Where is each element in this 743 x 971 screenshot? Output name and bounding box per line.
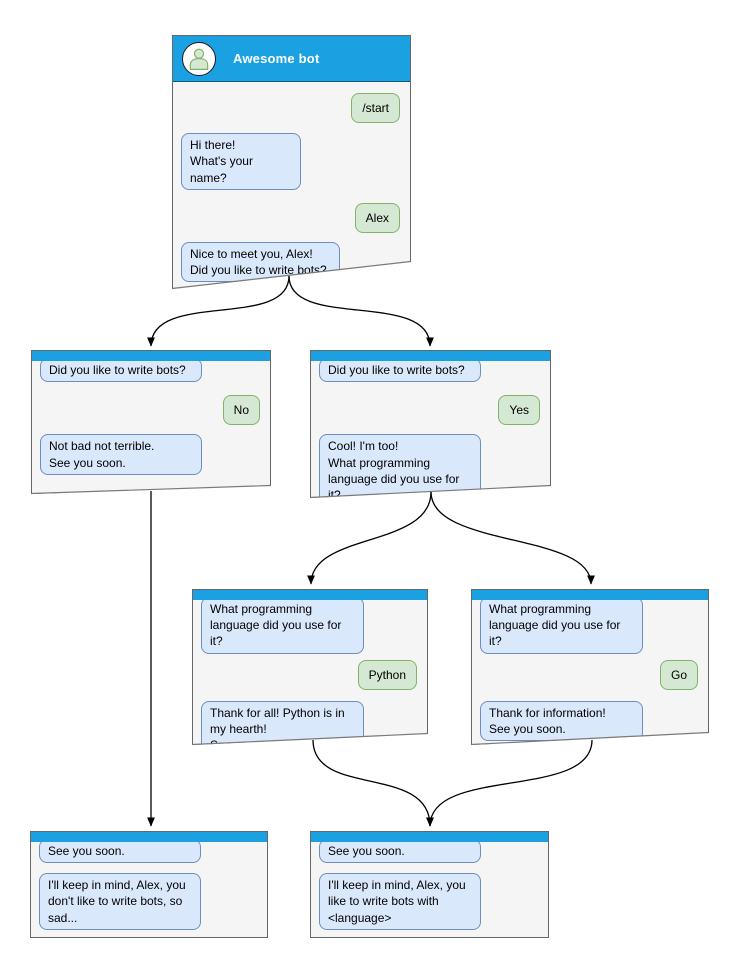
bot-message-bubble: Hi there! What's your name? [181, 133, 301, 190]
bot-message-bubble: What programming language did you use fo… [201, 597, 364, 654]
connector-main-to-no [147, 275, 290, 347]
chat-body: What programming language did you use fo… [472, 597, 708, 744]
chat-body: /start Hi there! What's your name? Alex … [173, 82, 410, 288]
user-message-bubble: Yes [498, 395, 540, 426]
connector-main-to-yes [288, 275, 434, 347]
chat-body: See you soon. I'll keep in mind, Alex, y… [311, 839, 548, 937]
chat-window-python-branch: What programming language did you use fo… [192, 589, 428, 745]
bot-message-bubble: Did you like to write bots? [40, 358, 202, 383]
bot-message-bubble: Not bad not terrible. See you soon. [40, 434, 202, 475]
chat-body: Did you like to write bots? Yes Cool! I'… [311, 358, 550, 498]
chat-window-yes-branch: Did you like to write bots? Yes Cool! I'… [310, 350, 551, 498]
bot-message-bubble: I'll keep in mind, Alex, you don't like … [39, 873, 201, 930]
user-message-bubble: Python [357, 659, 417, 690]
user-message-bubble: Alex [354, 202, 400, 233]
bot-message-bubble: Thank for all! Python is in my hearth! S… [201, 700, 364, 745]
chat-body: See you soon. I'll keep in mind, Alex, y… [31, 839, 267, 937]
chat-window-final-no: See you soon. I'll keep in mind, Alex, y… [30, 831, 268, 938]
connector-yes-to-go [430, 491, 595, 585]
bot-message-bubble: See you soon. [319, 839, 481, 864]
connector-go-to-final [426, 739, 593, 827]
bot-message-bubble: Did you like to write bots? [319, 358, 481, 383]
chat-header-bar [31, 832, 267, 842]
chat-header-bar [311, 832, 548, 842]
chat-body: Did you like to write bots? No Not bad n… [32, 358, 270, 493]
bot-message-bubble: See you soon. [39, 839, 201, 864]
bot-message-bubble: What programming language did you use fo… [480, 597, 643, 654]
connector-yes-to-python [307, 491, 432, 585]
chat-window-no-branch: Did you like to write bots? No Not bad n… [31, 350, 271, 494]
user-avatar-icon [182, 41, 216, 76]
user-message-bubble: /start [351, 93, 400, 124]
chat-header-bar [193, 590, 427, 600]
bot-message-bubble: I'll keep in mind, Alex, you like to wri… [319, 873, 481, 930]
chat-window-main: Awesome bot /start Hi there! What's your… [172, 35, 411, 289]
chat-header: Awesome bot [173, 36, 410, 82]
bot-title: Awesome bot [233, 51, 320, 66]
chat-header-bar [32, 351, 270, 361]
connector-python-to-final [312, 739, 434, 827]
chat-window-go-branch: What programming language did you use fo… [471, 589, 709, 745]
user-message-bubble: Go [659, 659, 698, 690]
bot-message-bubble: Thank for information! See you soon. [480, 700, 643, 742]
chat-header-bar [311, 351, 550, 361]
bot-message-bubble: Nice to meet you, Alex! Did you like to … [181, 241, 340, 283]
chat-header-bar [472, 590, 708, 600]
chat-window-final-yes: See you soon. I'll keep in mind, Alex, y… [310, 831, 549, 938]
user-message-bubble: No [222, 395, 260, 426]
bot-message-bubble: Cool! I'm too! What programming language… [319, 434, 481, 498]
chat-body: What programming language did you use fo… [193, 597, 427, 745]
